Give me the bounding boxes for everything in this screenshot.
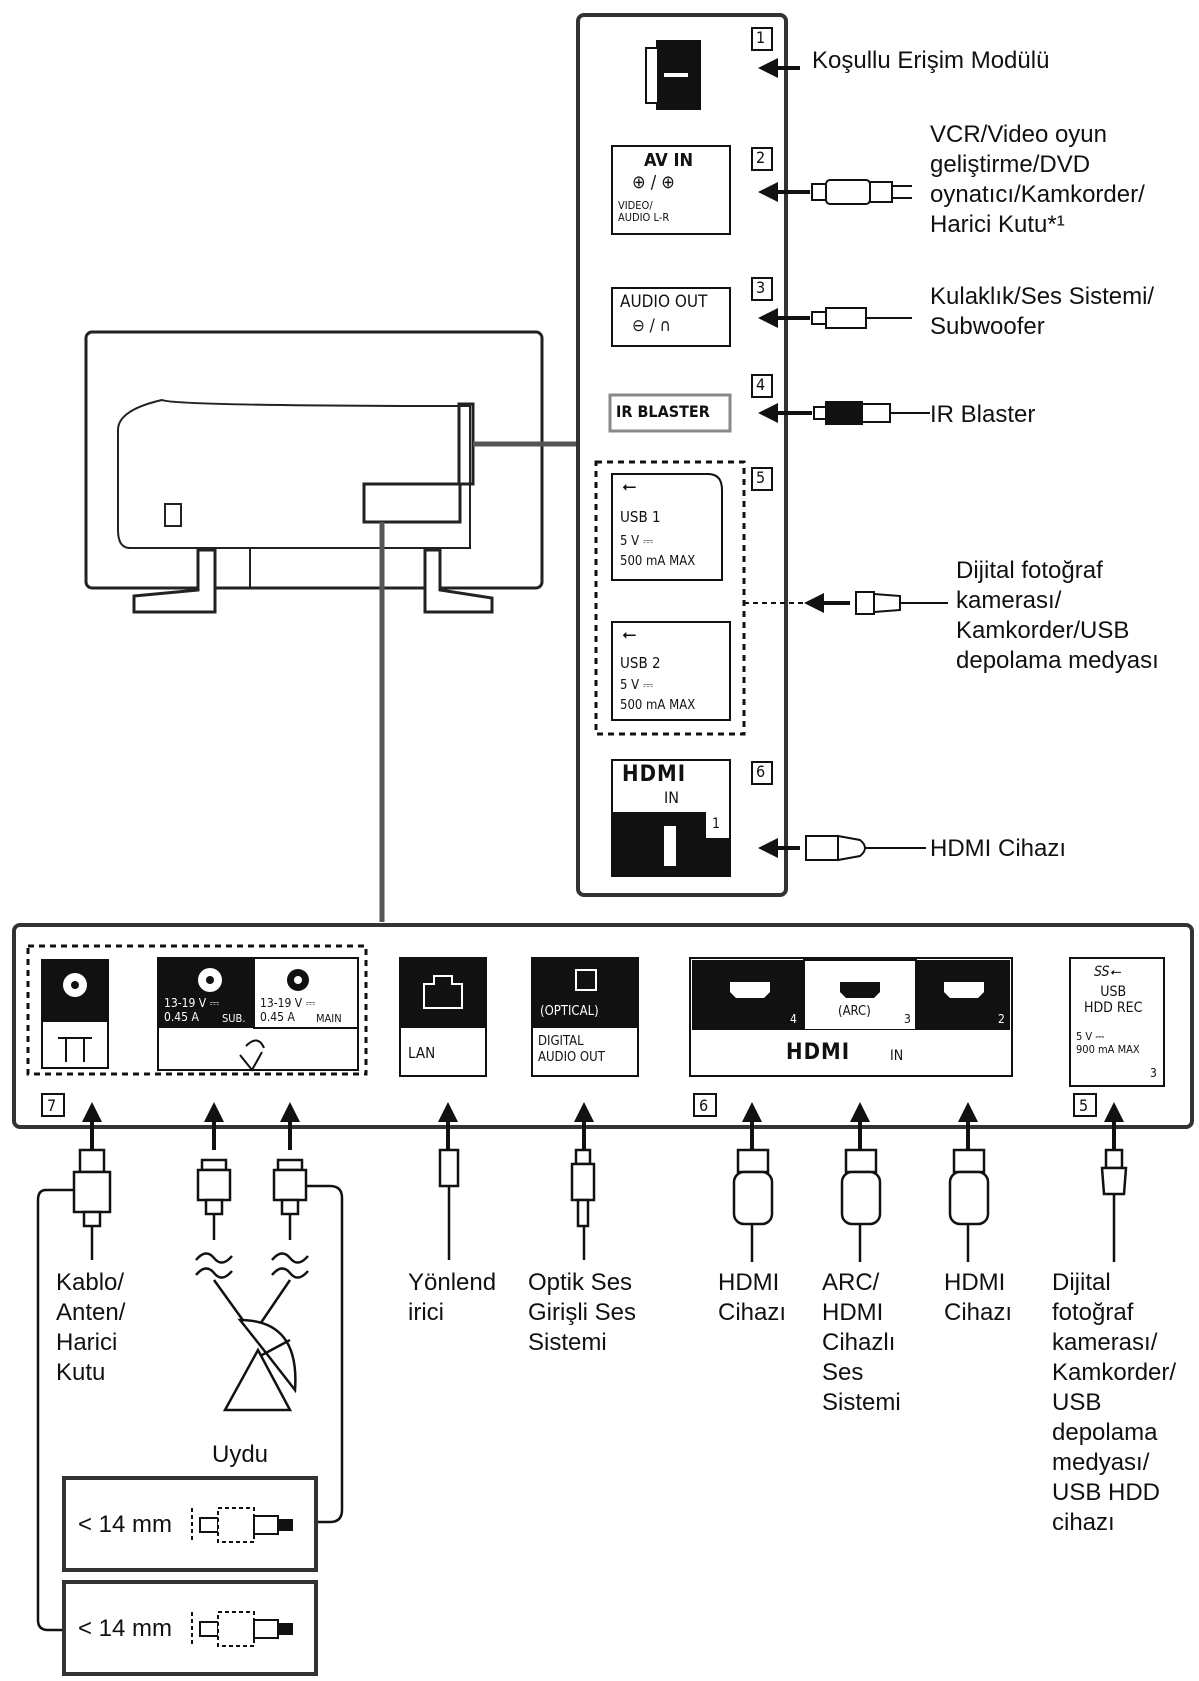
sat-sub-tag: SUB.: [222, 1012, 246, 1025]
label-hdmi-2: HDMI Cihazı: [944, 1269, 1013, 1326]
usb1-current: 500 mA MAX: [620, 554, 696, 569]
hdmi-logo: HDMI: [622, 762, 687, 787]
label-ir-blaster: IR Blaster: [930, 401, 1036, 428]
usb-icon: ⭠: [622, 624, 637, 645]
label-optical: Optik Ses Girişli Ses Sistemi: [528, 1269, 637, 1356]
section-num-6: 6: [699, 1096, 709, 1115]
digital-audio-out-label: DIGITAL AUDIO OUT: [538, 1034, 605, 1065]
port-num-5: 5: [756, 468, 766, 487]
usb2-current: 500 mA MAX: [620, 698, 696, 713]
hdmi-ports: [730, 982, 984, 998]
cam-slot-icon: [645, 40, 701, 110]
usb-hdd-label: USB HDD REC: [1084, 984, 1143, 1016]
label-satellite: Uydu: [212, 1441, 269, 1468]
hdmi-port-4: 4: [790, 1012, 797, 1026]
sat-sub-spec: 13-19 V ⎓ 0.45 A: [164, 996, 220, 1024]
port-num-3: 3: [756, 278, 766, 297]
tv-rear-illustration: [84, 330, 544, 614]
av-in-sub: VIDEO/ AUDIO L-R: [618, 199, 670, 224]
satellite-dish-icon: [239, 1039, 265, 1072]
label-arc: ARC/ HDMI Cihazlı Ses Sistemi: [822, 1269, 901, 1416]
lan-label: LAN: [408, 1044, 436, 1062]
av-in-title: AV IN: [644, 150, 694, 171]
port-num-2: 2: [756, 148, 766, 167]
label-cable: Kablo/ Anten/ Harici Kutu: [56, 1269, 126, 1386]
conn-size-1: < 14 mm: [78, 1511, 173, 1538]
hdmi-arc-label: (ARC): [838, 1004, 871, 1019]
sat-main-tag: MAIN: [316, 1012, 342, 1025]
label-usb-side: Dijital fotoğraf kamerası/ Kamkorder/USB…: [956, 557, 1159, 674]
ir-blaster-title: IR BLASTER: [616, 402, 710, 421]
bottom-cables: [36, 1148, 1128, 1632]
port-num-1: 1: [756, 28, 766, 47]
headphone-icon: ⊖ / ∩: [632, 316, 671, 336]
hdmi-port-3: 3: [904, 1012, 911, 1026]
port-num-6: 6: [756, 762, 766, 781]
label-av-in: VCR/Video oyun geliştirme/DVD oynatıcı/K…: [930, 121, 1145, 238]
hdmi-in-label: IN: [890, 1048, 904, 1064]
usb-ss-icon: SS⭠: [1094, 964, 1121, 980]
section-num-7: 7: [47, 1096, 57, 1115]
hdmi1-in: IN: [664, 788, 680, 807]
label-audio-out: Kulaklık/Ses Sistemi/ Subwoofer: [930, 283, 1155, 340]
side-cables: [805, 179, 948, 862]
usb1-title: USB 1: [620, 508, 661, 526]
audio-out-title: AUDIO OUT: [620, 292, 708, 312]
usb-hdd-num: 3: [1150, 1066, 1157, 1080]
sat-main-spec: 13-19 V ⎓ 0.45 A: [260, 996, 316, 1024]
optical-label: (OPTICAL): [540, 1004, 599, 1019]
port-num-4: 4: [756, 375, 766, 394]
section-num-5: 5: [1079, 1096, 1089, 1115]
usb-icon: ⭠: [622, 476, 637, 497]
usb1-power: 5 V ⎓: [620, 534, 654, 549]
usb-hdd-power: 5 V ⎓ 900 mA MAX: [1076, 1030, 1140, 1056]
label-cam: Koşullu Erişim Modülü: [812, 47, 1050, 74]
conn-size-2: < 14 mm: [78, 1615, 173, 1642]
label-hdmi-side: HDMI Cihazı: [930, 835, 1067, 862]
usb2-title: USB 2: [620, 654, 661, 672]
usb2-power: 5 V ⎓: [620, 678, 654, 693]
label-router: Yönlend irici: [408, 1269, 497, 1326]
av-in-arrows: ⊕ / ⊕: [632, 172, 675, 193]
hdmi-port-2: 2: [998, 1012, 1005, 1026]
label-hdmi-1: HDMI Cihazı: [718, 1269, 787, 1326]
hdmi-logo: HDMI: [786, 1040, 851, 1065]
label-usb-bottom: Dijital fotoğraf kamerası/ Kamkorder/ US…: [1052, 1269, 1177, 1536]
hdmi1-num: 1: [712, 816, 721, 832]
